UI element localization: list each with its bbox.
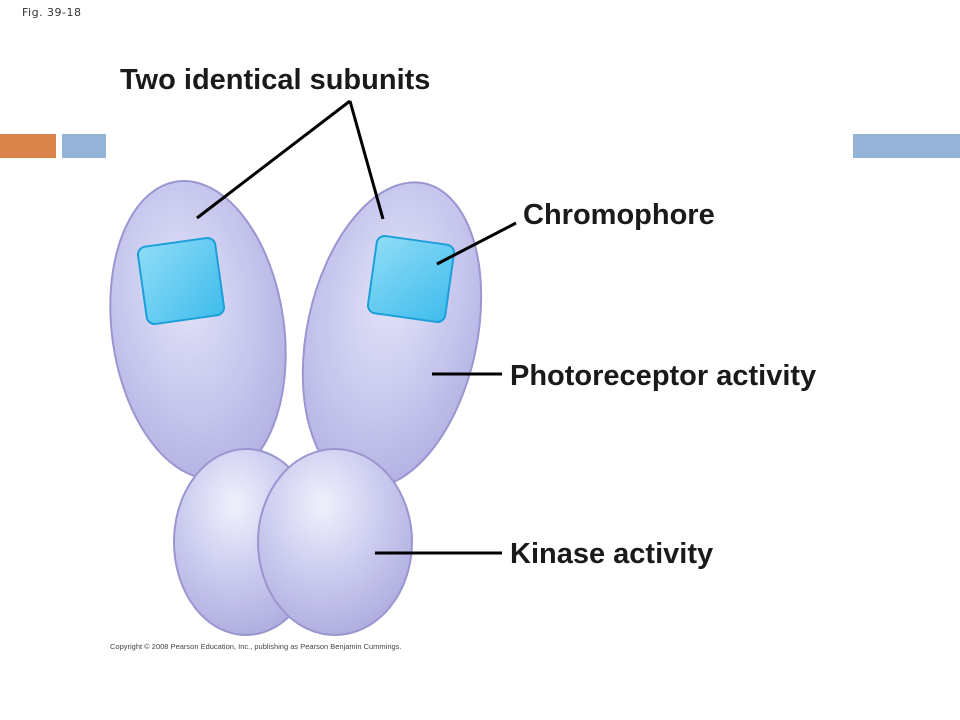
- leader-line-subunit-left: [196, 99, 351, 220]
- figure-label: Fig. 39-18: [22, 6, 82, 19]
- leader-line-chromophore: [436, 221, 517, 266]
- accent-bar-blue-right: [853, 134, 960, 158]
- accent-bar-orange: [0, 134, 56, 158]
- label-kinase-activity: Kinase activity: [510, 538, 714, 570]
- copyright-notice: Copyright © 2008 Pearson Education, Inc.…: [110, 642, 402, 651]
- label-photoreceptor-activity: Photoreceptor activity: [510, 360, 817, 392]
- subunit-right-kinase: [257, 448, 413, 636]
- chromophore-left: [136, 236, 226, 326]
- accent-bar-blue-left: [62, 134, 106, 158]
- label-two-identical-subunits: Two identical subunits: [120, 64, 431, 96]
- leader-line-subunit-right: [348, 100, 385, 220]
- chromophore-right: [366, 234, 456, 324]
- label-chromophore: Chromophore: [523, 199, 715, 231]
